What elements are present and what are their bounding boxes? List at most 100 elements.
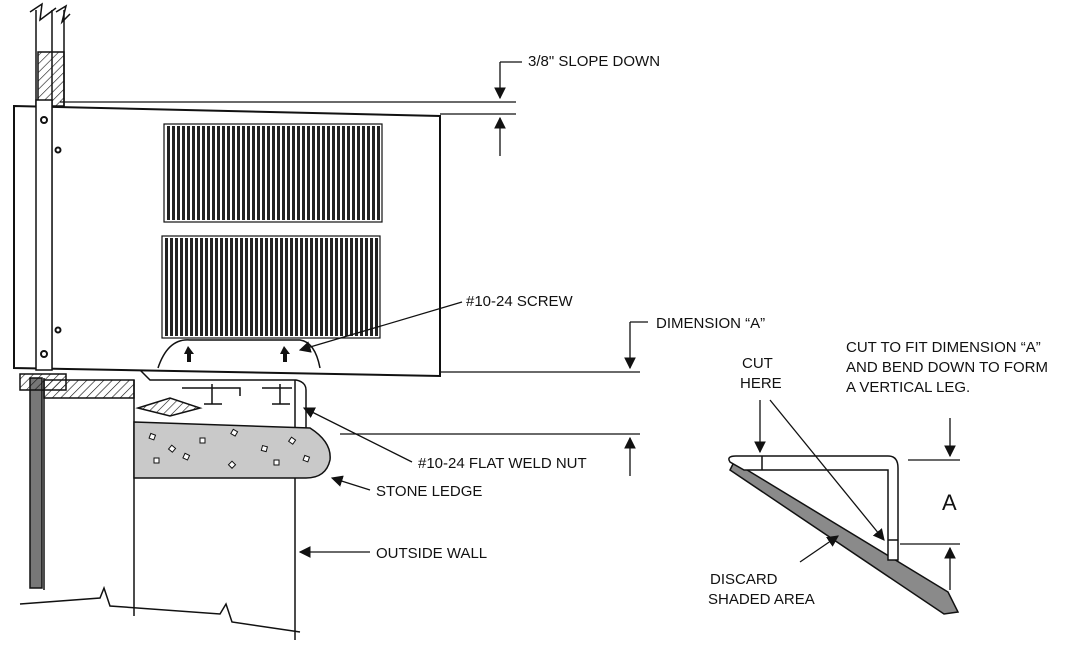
louver-slat xyxy=(272,126,275,220)
louver-slat xyxy=(262,126,265,220)
louver-slat xyxy=(240,238,243,336)
louver-slat xyxy=(242,126,245,220)
louver-slat xyxy=(330,238,333,336)
screw-label: #10-24 SCREW xyxy=(466,293,574,310)
louver-slat xyxy=(192,126,195,220)
louver-slat xyxy=(230,238,233,336)
louver-grilles xyxy=(161,123,383,339)
louver-slat xyxy=(180,238,183,336)
louver-slat xyxy=(317,126,320,220)
louver-slat xyxy=(175,238,178,336)
louver-slat xyxy=(207,126,210,220)
louver-slat xyxy=(357,126,360,220)
louver-slat xyxy=(370,238,373,336)
louver-slat xyxy=(202,126,205,220)
louver-slat xyxy=(290,238,293,336)
louver-slat xyxy=(372,126,375,220)
louver-slat xyxy=(292,126,295,220)
louver-slat xyxy=(187,126,190,220)
louver-slat xyxy=(190,238,193,336)
louver-slat xyxy=(275,238,278,336)
louver-slat xyxy=(197,126,200,220)
louver-slat xyxy=(270,238,273,336)
louver-slat xyxy=(247,126,250,220)
louver-slat xyxy=(320,238,323,336)
louver-slat xyxy=(302,126,305,220)
instruction-line2: AND BEND DOWN TO FORM xyxy=(846,359,1048,376)
louver-slat xyxy=(315,238,318,336)
window-sill xyxy=(19,373,135,399)
louver-slat xyxy=(360,238,363,336)
bracket-detail xyxy=(728,455,960,615)
stone-ledge xyxy=(133,421,331,479)
louver-slat xyxy=(282,126,285,220)
screw-icon xyxy=(184,346,290,362)
louver-slat xyxy=(220,238,223,336)
louver-slat xyxy=(177,126,180,220)
louver-slat xyxy=(182,126,185,220)
louver-slat xyxy=(170,238,173,336)
bracket-leaders xyxy=(754,399,960,590)
louver-slat xyxy=(205,238,208,336)
louver-slat xyxy=(325,238,328,336)
louver-slat xyxy=(310,238,313,336)
louver-slat xyxy=(347,126,350,220)
interior-wall xyxy=(19,2,301,640)
mounting-bracket xyxy=(135,339,321,430)
louver-slat xyxy=(265,238,268,336)
weld-nut-label: #10-24 FLAT WELD NUT xyxy=(418,455,587,472)
louver-slat xyxy=(295,238,298,336)
louver-slat xyxy=(280,238,283,336)
louver-slat xyxy=(212,126,215,220)
louver-slat xyxy=(235,238,238,336)
louver-slat xyxy=(345,238,348,336)
louver-slat xyxy=(215,238,218,336)
louver-slat xyxy=(257,126,260,220)
instruction-line3: A VERTICAL LEG. xyxy=(846,379,970,396)
louver-slat xyxy=(322,126,325,220)
louver-slat xyxy=(287,126,290,220)
stone-ledge-label: STONE LEDGE xyxy=(376,483,482,500)
louver-slat xyxy=(260,238,263,336)
cut-here-label-line2: HERE xyxy=(740,375,782,392)
louver-slat xyxy=(210,238,213,336)
louver-slat xyxy=(297,126,300,220)
discard-label-line1: DISCARD xyxy=(710,571,778,588)
louver-slat xyxy=(267,126,270,220)
louver-slat xyxy=(312,126,315,220)
louver-slat xyxy=(355,238,358,336)
louver-slat xyxy=(285,238,288,336)
louver-slat xyxy=(365,238,368,336)
louver-slat xyxy=(305,238,308,336)
louver-slat xyxy=(200,238,203,336)
louver-slat xyxy=(342,126,345,220)
louver-slat xyxy=(165,238,168,336)
louver-slat xyxy=(237,126,240,220)
louver-slat xyxy=(225,238,228,336)
louver-slat xyxy=(307,126,310,220)
louver-slat xyxy=(367,126,370,220)
louver-slat xyxy=(195,238,198,336)
louver-slat xyxy=(277,126,280,220)
louver-slat xyxy=(335,238,338,336)
leaders xyxy=(60,61,648,558)
louver-slat xyxy=(172,126,175,220)
louver-slat xyxy=(217,126,220,220)
louver-slat xyxy=(250,238,253,336)
louver-slat xyxy=(232,126,235,220)
louver-slat xyxy=(352,126,355,220)
louver-slat xyxy=(362,126,365,220)
louver-slat xyxy=(337,126,340,220)
dimension-a-label: DIMENSION “A” xyxy=(656,315,765,332)
louver-slat xyxy=(222,126,225,220)
louver-slat xyxy=(340,238,343,336)
louver-slat xyxy=(255,238,258,336)
louver-slat xyxy=(375,238,378,336)
outside-wall-label: OUTSIDE WALL xyxy=(376,545,487,562)
louver-slat xyxy=(252,126,255,220)
louver-slat xyxy=(245,238,248,336)
louver-slat xyxy=(185,238,188,336)
louver-slat xyxy=(350,238,353,336)
